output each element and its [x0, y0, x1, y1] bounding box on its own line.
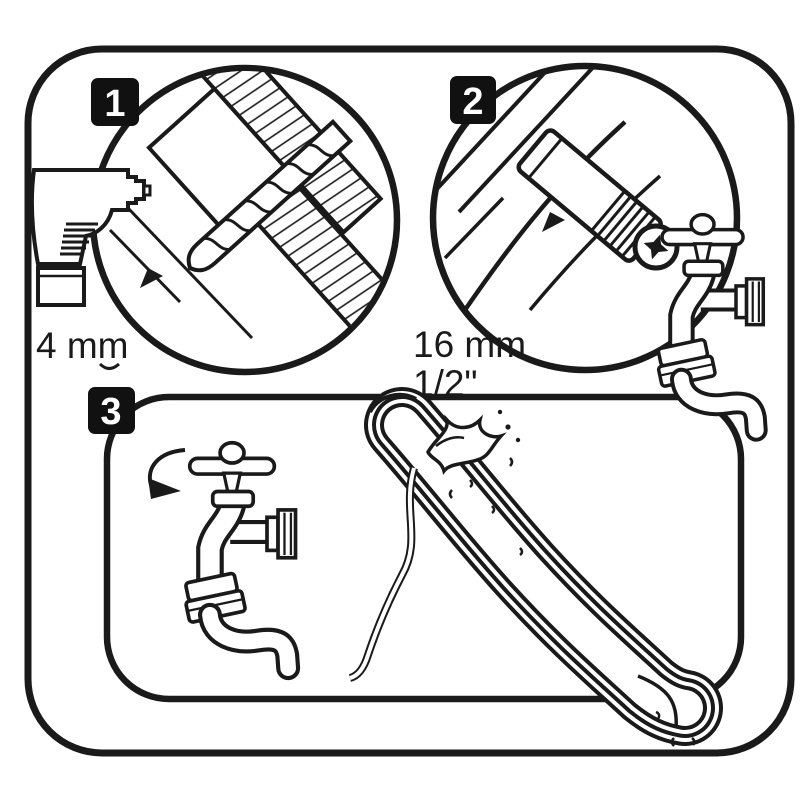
drill-icon — [29, 168, 152, 307]
slide-icon — [364, 387, 723, 746]
turn-arrow-icon — [147, 448, 186, 499]
step-1-section: 4 mm 1 — [29, 64, 401, 376]
hole-size-label-mm: 16 mm — [413, 324, 526, 365]
direction-arrow-icon — [542, 212, 565, 232]
water-droplets — [655, 710, 696, 747]
step-2-number: 2 — [462, 81, 483, 123]
breve-mark — [98, 362, 121, 370]
sheet-border — [24, 45, 795, 757]
direction-arrow-icon — [140, 268, 163, 288]
step-1-badge — [91, 78, 139, 126]
step-3-badge — [88, 387, 135, 434]
step-1-number: 1 — [104, 83, 125, 125]
step-3-number: 3 — [100, 391, 121, 433]
tap-icon — [182, 443, 296, 668]
drill-axis-line — [108, 228, 182, 304]
step-2-badge — [450, 76, 496, 124]
drill-axis-line — [126, 206, 254, 340]
water-spray-icon — [426, 409, 524, 556]
supply-hose-icon — [348, 466, 418, 682]
step-2-section: 16 mm 1/2" 2 — [413, 62, 763, 430]
step-3-section: 3 — [88, 387, 723, 747]
slide-edge-section — [436, 69, 662, 334]
drill-diameter-label: 4 mm — [36, 325, 129, 366]
drill-bit-icon — [186, 119, 354, 273]
